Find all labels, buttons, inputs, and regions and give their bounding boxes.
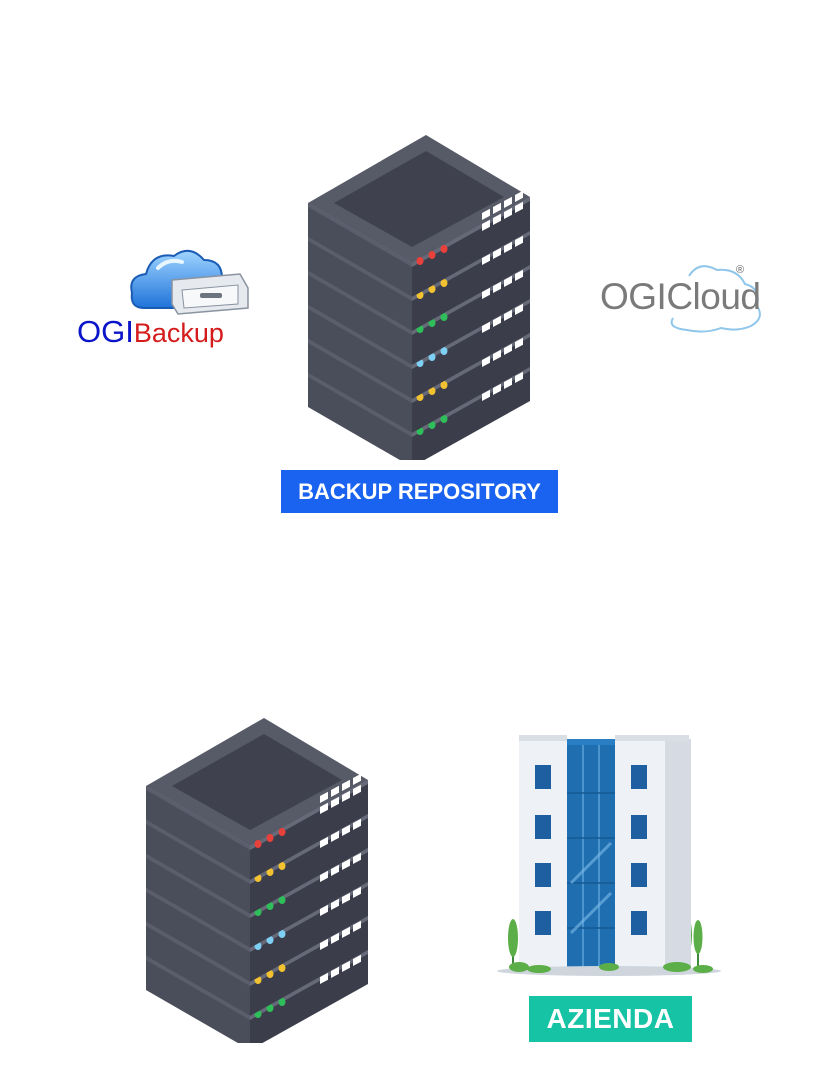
status-led — [428, 421, 436, 429]
status-led — [278, 862, 286, 870]
status-led — [278, 930, 286, 938]
status-led — [278, 828, 286, 836]
ogibackup-logo: OGIBackup — [72, 238, 252, 358]
ogicloud-wordmark: OGICloud — [600, 276, 761, 317]
status-led — [266, 834, 274, 842]
ogibackup-ogi: OGI — [77, 314, 134, 349]
repository-server-icon — [308, 135, 530, 460]
status-led — [266, 1004, 274, 1012]
status-led — [428, 353, 436, 361]
status-led — [440, 381, 448, 389]
cloud-drawer-icon — [130, 249, 249, 315]
status-led — [266, 902, 274, 910]
registered-mark: ® — [736, 264, 745, 276]
cloud-outline-icon — [670, 265, 761, 333]
status-led — [440, 313, 448, 321]
status-led — [266, 970, 274, 978]
status-led — [278, 964, 286, 972]
azienda-label: AZIENDA — [529, 996, 692, 1042]
status-led — [440, 279, 448, 287]
status-led — [440, 347, 448, 355]
status-led — [266, 936, 274, 944]
status-led — [428, 285, 436, 293]
ogicloud-logo: OGICloud ® — [595, 262, 770, 337]
status-led — [254, 840, 262, 848]
status-led — [278, 896, 286, 904]
status-led — [440, 245, 448, 253]
status-led — [266, 868, 274, 876]
ogibackup-backup: Backup — [133, 318, 224, 348]
backup-repository-label: BACKUP REPOSITORY — [281, 470, 558, 513]
status-led — [428, 319, 436, 327]
status-led — [428, 251, 436, 259]
local-server-icon — [146, 718, 368, 1043]
status-led — [278, 998, 286, 1006]
status-led — [428, 387, 436, 395]
ogibackup-wordmark: OGIBackup — [77, 316, 224, 347]
status-led — [440, 415, 448, 423]
company-building-icon — [497, 735, 721, 976]
status-led — [416, 257, 424, 265]
